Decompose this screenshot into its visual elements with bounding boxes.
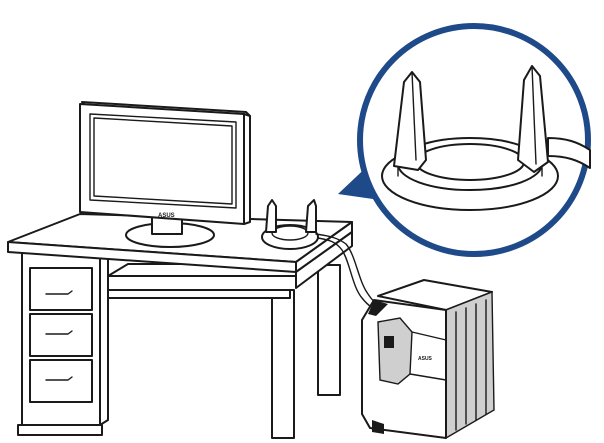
monitor-logo: ASUS xyxy=(158,213,175,219)
callout xyxy=(338,26,590,254)
desk-antenna xyxy=(262,200,318,249)
drawer-unit-side xyxy=(100,246,108,425)
desk-back-leg xyxy=(318,265,340,395)
drawer-bottom xyxy=(30,360,92,402)
zoom-base-inner xyxy=(416,144,524,180)
pc-front-panel xyxy=(378,318,412,384)
drawer-plinth xyxy=(18,425,102,435)
drawer-top xyxy=(30,268,92,310)
pc-side xyxy=(446,292,494,438)
monitor-side-edge xyxy=(244,114,250,224)
antenna-right-arm xyxy=(306,200,316,232)
keyboard-shelf-front xyxy=(100,290,290,298)
pc-front-emblem xyxy=(384,336,394,348)
drawer-middle xyxy=(30,314,92,356)
antenna-left-arm xyxy=(266,200,276,232)
pc-logo: ASUS xyxy=(418,356,433,362)
pc-tower: ASUS xyxy=(362,280,494,438)
desk-front-right-leg xyxy=(272,290,294,438)
